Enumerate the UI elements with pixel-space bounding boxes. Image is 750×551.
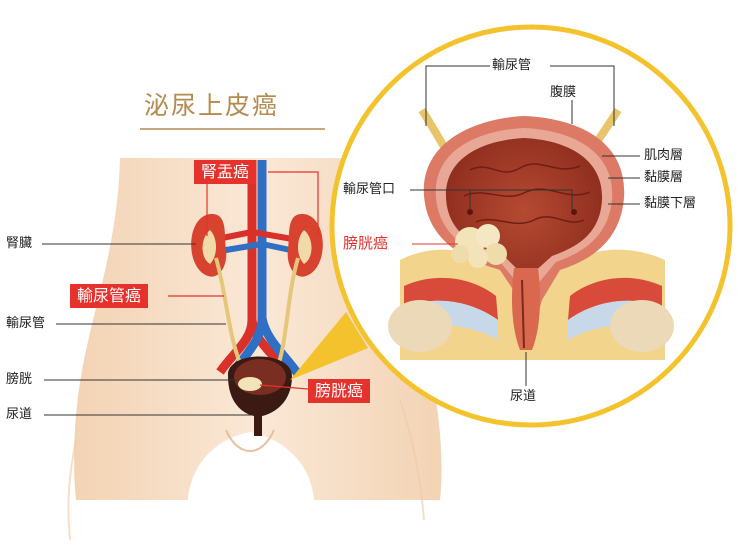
detail-label-muscle-layer: 肌肉層 — [644, 148, 684, 163]
detail-magnifier — [329, 24, 733, 428]
detail-label-ureteral-orifice: 輸尿管口 — [343, 182, 396, 197]
detail-label-peritoneum: 腹膜 — [550, 85, 577, 100]
callout-cone — [290, 312, 368, 380]
detail-label-submucosa-layer: 黏膜下層 — [644, 196, 697, 211]
label-ureter: 輸尿管 — [6, 316, 46, 331]
detail-label-ureter: 輸尿管 — [492, 58, 532, 73]
detail-label-urethra: 尿道 — [510, 389, 537, 404]
label-kidney: 腎臟 — [6, 236, 33, 251]
label-urethra: 尿道 — [6, 407, 33, 422]
label-bladder: 膀胱 — [6, 372, 33, 387]
detail-label-bladder-cancer: 膀胱癌 — [343, 234, 389, 252]
tag-bladder-cancer: 膀胱癌 — [308, 379, 371, 403]
tag-renal-pelvis-cancer: 腎盂癌 — [194, 160, 257, 184]
detail-leader-lines — [410, 65, 640, 386]
body-leader-lines — [42, 243, 254, 416]
detail-label-mucosa-layer: 黏膜層 — [644, 170, 684, 185]
tumor — [451, 224, 507, 268]
diagram-title: 泌尿上皮癌 — [144, 91, 280, 120]
tag-ureter-cancer: 輸尿管癌 — [70, 284, 149, 308]
